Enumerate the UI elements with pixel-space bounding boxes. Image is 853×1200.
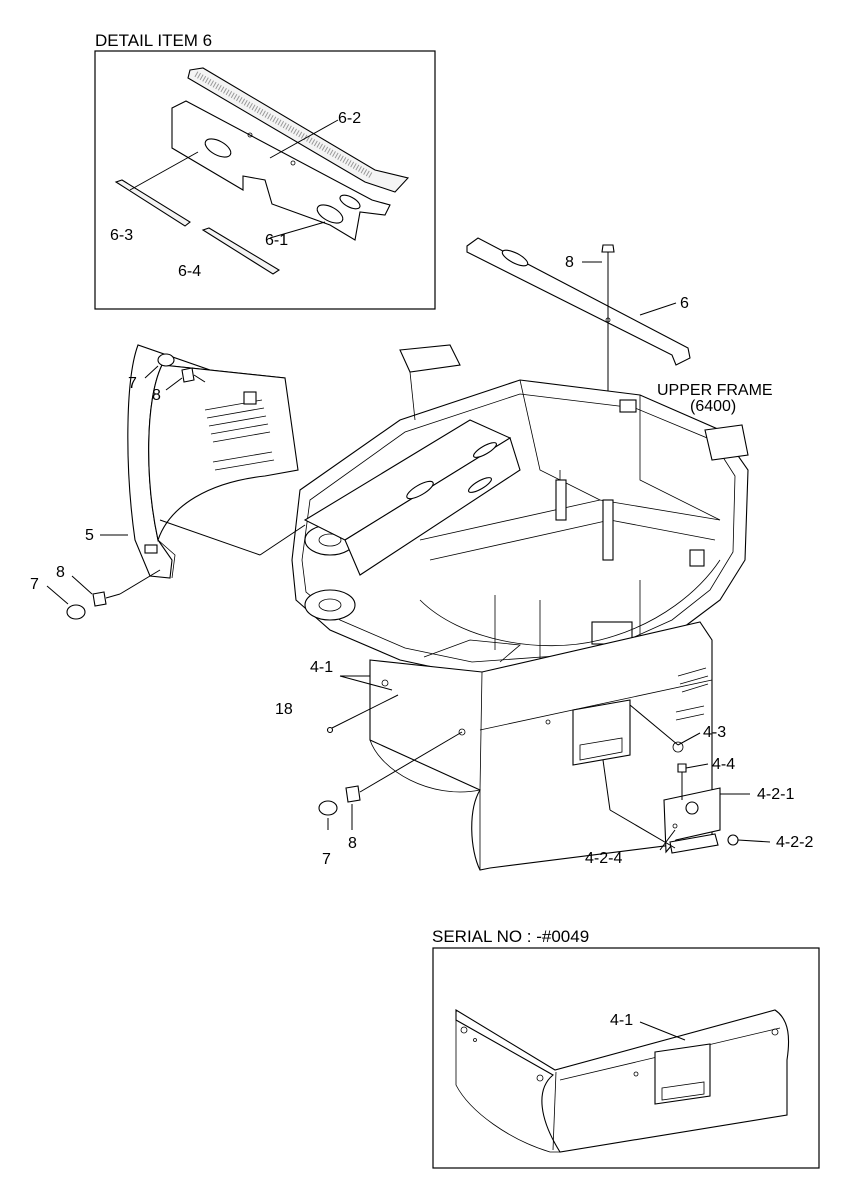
callout-8-top: 8 — [565, 254, 574, 271]
cap-7-top — [157, 353, 175, 367]
callout-8-bottom: 8 — [348, 835, 357, 852]
callout-6-3: 6-3 — [110, 227, 133, 244]
bolt-8-left — [92, 591, 107, 607]
callout-4-4: 4-4 — [712, 756, 735, 773]
nut-4-2-2 — [727, 834, 739, 846]
callout-5: 5 — [85, 527, 94, 544]
hitch-assembly-4-2: 4-4 4-2-1 4-2-2 4-2-4 — [585, 756, 813, 867]
callout-7-top: 7 — [128, 375, 137, 392]
hitch-recess — [572, 699, 631, 766]
upper-frame-code: (6400) — [690, 398, 736, 415]
callout-4-1-variant: 4-1 — [610, 1012, 633, 1029]
part-5-louvre-slots — [204, 399, 275, 471]
fasteners-bottom-left: 7 8 — [30, 564, 161, 620]
bolt-8-bottom — [345, 785, 361, 803]
part-5-tab — [243, 391, 257, 405]
callout-18: 18 — [275, 701, 293, 718]
upper-frame: UPPER FRAME (6400) — [291, 344, 773, 676]
callout-4-1: 4-1 — [310, 659, 333, 676]
bolt-8-top — [601, 244, 615, 253]
detail-item-6-panel: DETAIL ITEM 6 6-2 6-3 6-1 6-4 — [94, 31, 436, 310]
detail-item-6-title: DETAIL ITEM 6 — [95, 31, 212, 50]
part-6-plate — [171, 100, 391, 241]
callout-6-1: 6-1 — [265, 232, 288, 249]
part-6-3-strip — [114, 179, 191, 227]
part-6-2-plate — [187, 67, 410, 193]
serial-box-frame — [432, 947, 820, 1169]
part-18-pin — [326, 726, 334, 734]
cap-7-left — [66, 604, 86, 620]
callout-4-3: 4-3 — [703, 724, 726, 741]
fasteners-top-left: 7 8 — [128, 353, 206, 404]
hitch-recess-variant — [654, 1043, 711, 1105]
callout-8-left: 8 — [56, 564, 65, 581]
serial-variant-panel: SERIAL NO : -#0049 4-1 — [432, 927, 820, 1169]
callout-7-bottom: 7 — [322, 851, 331, 868]
callout-8-left-top: 8 — [152, 387, 161, 404]
part-4-2-1-plate — [663, 787, 721, 854]
fasteners-bottom-center: 7 8 — [318, 731, 463, 868]
bolt-8-left-top — [181, 367, 195, 383]
counterweight-4-1: 4-1 18 4-3 — [275, 621, 726, 871]
part-5-side-cover: 5 — [85, 344, 306, 579]
callout-4-2-4: 4-2-4 — [585, 850, 622, 867]
cap-7-bottom — [318, 800, 338, 816]
callout-6-2: 6-2 — [338, 110, 361, 127]
detail-box-frame — [94, 50, 436, 310]
part-6-4-strip — [201, 227, 281, 275]
callout-7-left: 7 — [30, 576, 39, 593]
callout-6: 6 — [680, 295, 689, 312]
bolt-4-4 — [677, 763, 687, 773]
callout-4-2-2: 4-2-2 — [776, 834, 813, 851]
serial-box-title: SERIAL NO : -#0049 — [432, 927, 589, 946]
part-6-main: 8 6 — [466, 237, 691, 510]
counterweight-4-1-variant: 4-1 — [455, 1009, 790, 1153]
upper-frame-label: UPPER FRAME — [657, 382, 773, 399]
callout-6-4: 6-4 — [178, 263, 201, 280]
callout-4-2-1: 4-2-1 — [757, 786, 794, 803]
